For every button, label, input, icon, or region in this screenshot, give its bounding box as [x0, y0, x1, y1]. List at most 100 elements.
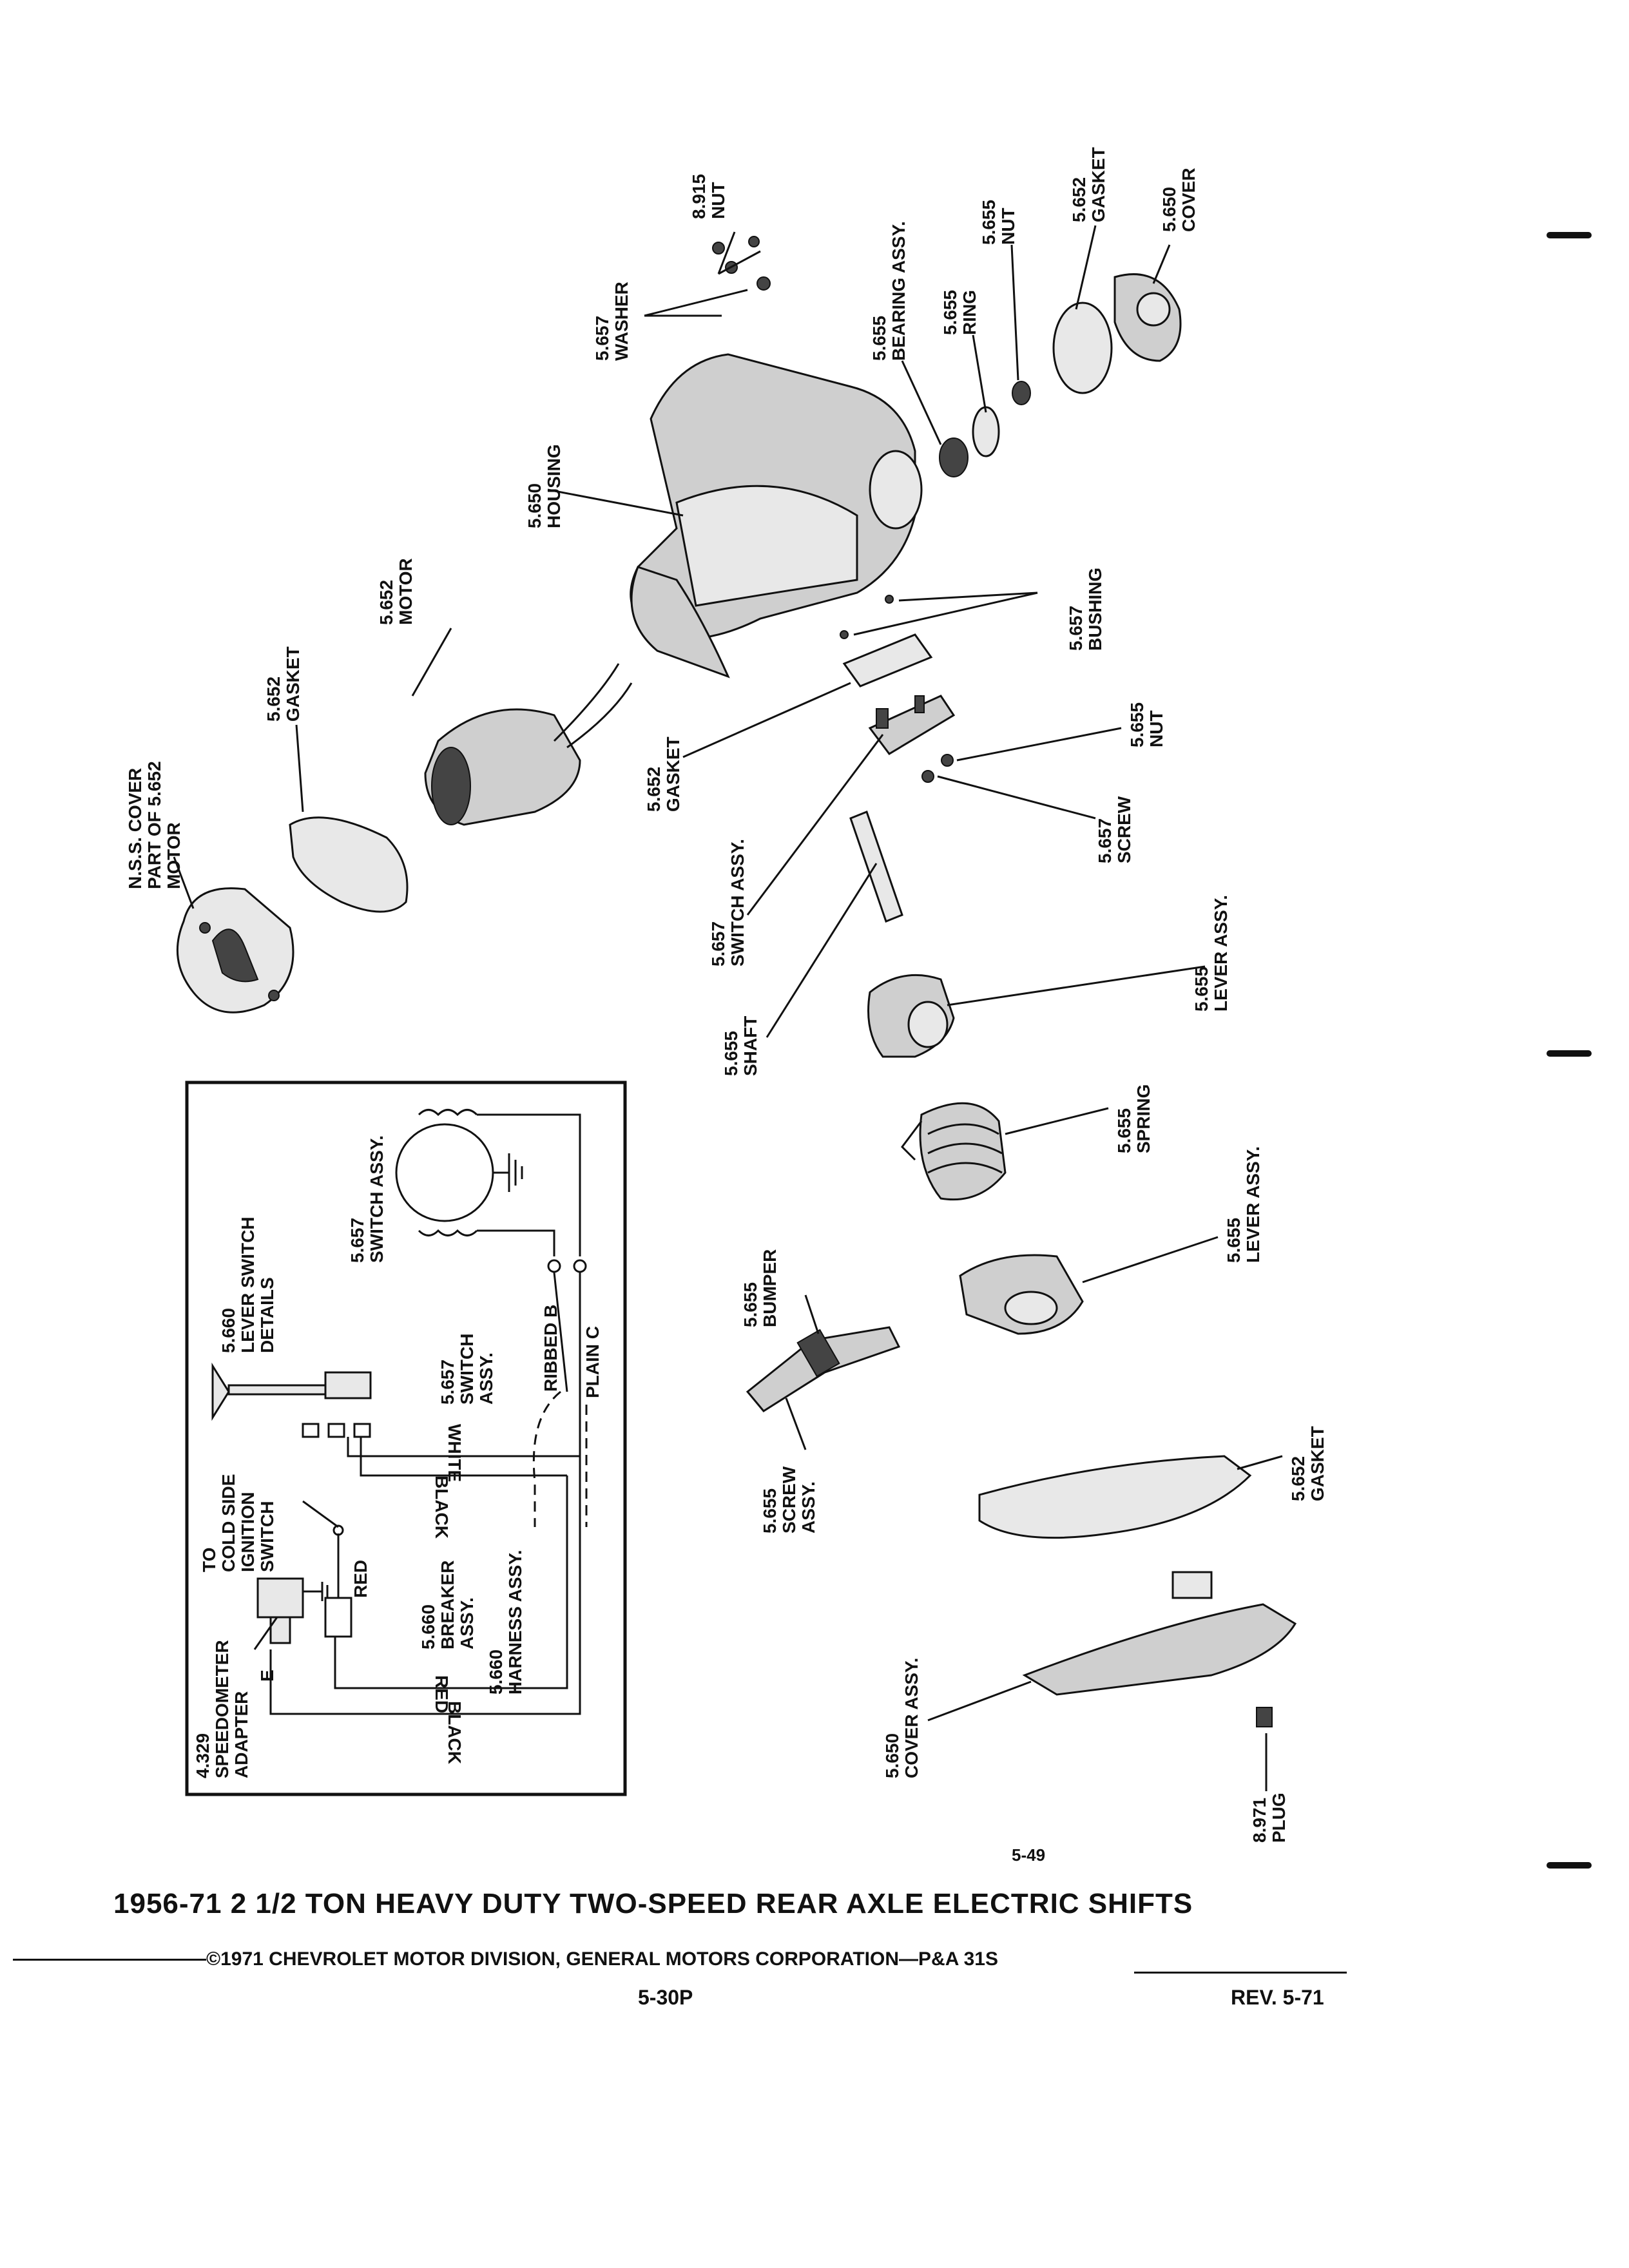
lever-switch-symbol: [211, 1362, 372, 1438]
wiring-switch-inner-extra: ASSY.: [476, 1352, 496, 1405]
switch-gasket-part: [842, 633, 933, 687]
leader-screw: [937, 775, 1096, 820]
label-shaft: 5.655 SHAFT: [721, 1015, 760, 1076]
label-bushing: 5.657 BUSHING: [1066, 568, 1105, 651]
ring-part: [972, 406, 1000, 457]
leader-nut-655: [1010, 244, 1019, 381]
label-bumper-name: BUMPER: [760, 1249, 780, 1327]
wire-motor-bottom: [477, 1229, 555, 1256]
cover-part: [1113, 273, 1182, 362]
label-nut-655-name: NUT: [998, 207, 1018, 245]
leader-e: [253, 1617, 278, 1650]
wiring-switch-inner-name: SWITCH: [457, 1333, 477, 1405]
motor-gasket-part: [289, 816, 409, 913]
wiring-lever-switch-extra: DETAILS: [257, 1277, 277, 1353]
label-ring: 5.655 RING: [940, 289, 979, 335]
leader-nss-cover: [173, 856, 195, 909]
leader-motor-gasket: [295, 724, 304, 812]
leader-switch-nut: [956, 727, 1122, 762]
label-cover-number: 5.650: [1159, 186, 1179, 232]
bearing-part: [939, 437, 969, 477]
lever-assy-2-part: [959, 1254, 1084, 1335]
label-ring-name: RING: [959, 290, 979, 335]
label-housing-number: 5.650: [525, 483, 545, 528]
wiring-label-speedometer: 4.329 SPEEDOMETER ADAPTER: [193, 1640, 251, 1778]
label-motor: 5.652 MOTOR: [376, 558, 416, 625]
label-motor-number: 5.652: [376, 579, 396, 625]
label-bearing-number: 5.655: [869, 315, 889, 361]
wire-white: [347, 1418, 581, 1457]
cover-assy-part: [1022, 1571, 1297, 1696]
label-plug: 8.971 PLUG: [1249, 1792, 1289, 1843]
label-cover-assy-number: 5.650: [882, 1733, 902, 1778]
label-bumper-number: 5.655: [740, 1282, 760, 1327]
label-nss-cover: N.S.S. COVER PART OF 5.652 MOTOR: [125, 761, 184, 889]
shaft-part: [849, 811, 903, 923]
label-lever-1: 5.655 LEVER ASSY.: [1191, 895, 1231, 1012]
label-cover: 5.650 COVER: [1159, 168, 1199, 232]
label-washer-name: WASHER: [612, 282, 631, 361]
revision-label: REV. 5-71: [1231, 1986, 1324, 2009]
label-nut-655-number: 5.655: [979, 199, 999, 245]
wiring-label-ignition: TO COLD SIDE IGNITION SWITCH: [199, 1474, 277, 1572]
label-large-gasket-name: GASKET: [1307, 1426, 1327, 1501]
speedometer-adapter-symbol: [256, 1577, 329, 1644]
leader-bushing-2: [853, 591, 1038, 636]
label-screw-assy-number: 5.655: [760, 1488, 780, 1533]
binder-mark-bottom: [1547, 1862, 1592, 1869]
label-lever-2-name: LEVER ASSY.: [1243, 1146, 1263, 1263]
label-switch-gasket: 5.652 GASKET: [644, 736, 683, 812]
label-switch-nut-number: 5.655: [1127, 702, 1147, 747]
label-plug-name: PLUG: [1269, 1792, 1289, 1843]
switch-nut-part: [941, 754, 954, 767]
housing-part: [630, 353, 923, 678]
label-switch-gasket-number: 5.652: [644, 766, 664, 812]
copyright-line: ©1971 CHEVROLET MOTOR DIVISION, GENERAL …: [206, 1948, 998, 1970]
rule-right: [1134, 1972, 1347, 1974]
leader-cover-assy: [927, 1680, 1032, 1722]
label-large-gasket-number: 5.652: [1288, 1456, 1308, 1501]
wiring-ignition-line4: SWITCH: [257, 1501, 277, 1572]
label-bushing-name: BUSHING: [1085, 567, 1105, 651]
binder-mark-middle: [1547, 1050, 1592, 1057]
label-switch-nut-name: NUT: [1146, 710, 1166, 747]
leader-nut-1: [717, 231, 736, 274]
spring-part: [901, 1102, 1007, 1201]
leader-large-gasket: [1237, 1455, 1283, 1470]
breaker-symbol: [324, 1524, 352, 1638]
leader-switch-gasket: [682, 682, 851, 758]
leader-shaft: [766, 863, 878, 1038]
figure-number: 5-49: [1012, 1845, 1046, 1865]
label-lever-2-number: 5.655: [1224, 1217, 1244, 1263]
label-motor-gasket-number: 5.652: [264, 676, 284, 722]
label-lever-2: 5.655 LEVER ASSY.: [1224, 1146, 1263, 1263]
contact-c: [573, 1259, 587, 1273]
motor-part: [424, 663, 633, 826]
wiring-switch-inner-number: 5.657: [438, 1359, 458, 1405]
wire-motor-top: [477, 1113, 581, 1256]
label-switch-assy-name: SWITCH ASSY.: [728, 838, 747, 966]
label-washer-number: 5.657: [592, 315, 612, 361]
wiring-label-white: WHITE: [445, 1424, 465, 1483]
large-gasket-part: [978, 1455, 1252, 1539]
label-housing: 5.650 HOUSING: [525, 444, 564, 528]
label-screw-assy: 5.655 SCREW ASSY.: [760, 1466, 818, 1533]
leader-washer-1: [644, 289, 748, 317]
bumper-screw-part: [746, 1326, 901, 1412]
label-large-gasket: 5.652 GASKET: [1288, 1426, 1327, 1501]
wire-black-upper: [360, 1437, 567, 1477]
label-lever-1-number: 5.655: [1191, 966, 1211, 1012]
leader-nut-2: [718, 250, 761, 275]
label-ring-number: 5.655: [940, 289, 960, 335]
leader-spring: [1005, 1107, 1109, 1135]
leader-lever-2: [1082, 1236, 1219, 1283]
label-cover-gasket: 5.652 GASKET: [1069, 147, 1108, 222]
contact-b: [547, 1259, 561, 1273]
leader-lever-1: [947, 965, 1206, 1006]
wiring-label-ribbed: RIBBED B: [541, 1304, 561, 1392]
label-housing-name: HOUSING: [544, 444, 564, 528]
label-cover-assy-name: COVER ASSY.: [901, 1657, 921, 1778]
label-shaft-name: SHAFT: [740, 1015, 760, 1076]
leader-screw-assy: [785, 1398, 807, 1450]
